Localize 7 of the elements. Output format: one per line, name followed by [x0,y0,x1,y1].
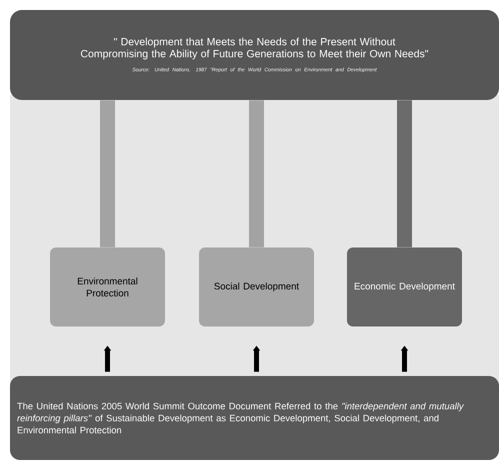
pillar-box: Social Development [199,248,314,326]
summit-banner: The United Nations 2005 World Summit Outcome Document Referred to the "interdependent and mutually reinforcing pillars" of Sustainable Development as Economic Development, Social Development, and Environmental Protection [10,376,499,460]
pillar [100,100,115,248]
pillar [397,100,412,248]
pillar [249,100,264,248]
pillar-box: Environmental Protection [50,248,165,326]
pillar-box: Economic Development [347,248,462,326]
